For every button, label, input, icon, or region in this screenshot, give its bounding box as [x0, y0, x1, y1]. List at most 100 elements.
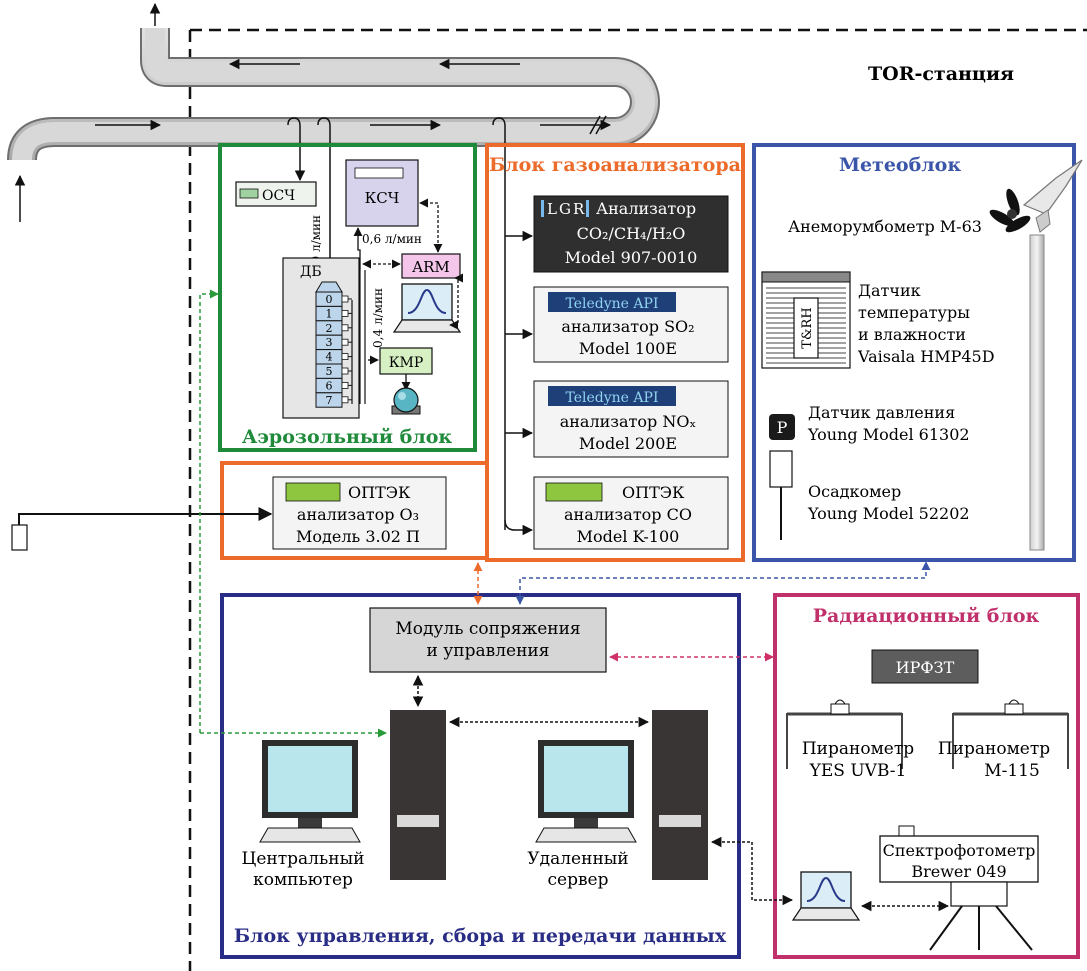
green-link: [199, 289, 387, 738]
anemometer-label: Анеморумбометр М-63: [788, 217, 982, 236]
central-monitor-icon: [259, 740, 361, 843]
meteo-block: [752, 143, 1076, 562]
trh-icon-label: T&RH: [800, 307, 815, 348]
pyr2-line-2: М-115: [984, 761, 1040, 781]
db-channel-label: 0: [326, 293, 333, 306]
sampling-lines: [287, 117, 534, 536]
control-block-title: Блок управления, сбора и передачи данных: [234, 925, 727, 947]
osch-display: [239, 188, 259, 199]
pump-icon: [391, 387, 421, 415]
db-channel-port: [341, 396, 349, 404]
pressure-line-1: Датчик давления: [808, 403, 955, 422]
trh-shelter-icon: T&RH: [761, 271, 851, 369]
lgr-line1: Анализатор: [596, 199, 696, 218]
pyr1-line-2: YES UVB-1: [809, 761, 907, 781]
meteo-block-title: Метеоблок: [839, 154, 961, 176]
arm-label: ARM: [411, 258, 450, 276]
db-channel-port: [341, 367, 349, 375]
interface-module: Модуль сопряжения и управления: [369, 607, 607, 673]
db-channel-port: [341, 324, 349, 332]
co-analyzer: ОПТЭК анализатор CO Model K-100: [533, 476, 729, 550]
o3-line3: Модель 3.02 П: [296, 527, 420, 546]
remote-server-line-1: Удаленный: [527, 849, 628, 869]
o3-line2: анализатор O₃: [297, 505, 419, 524]
db-channel-label: 4: [326, 351, 333, 364]
temp-line-3: и влажности: [858, 325, 966, 344]
kmr-device: КМР: [379, 347, 433, 375]
mast-icon: [989, 159, 1083, 551]
laptop-icon: [392, 283, 462, 333]
pyranometer-m115-icon: [952, 699, 1069, 769]
lgr-analyzer: LGR Анализатор CO₂/CH₄/H₂O Model 907-001…: [533, 195, 729, 273]
arm-laptop-link: [449, 273, 464, 330]
lgr-line2: CO₂/CH₄/H₂O: [577, 224, 686, 243]
db-channel-label: 7: [326, 394, 333, 407]
temp-line-2: температуры: [858, 303, 970, 322]
remote-server-tower-icon: [652, 710, 708, 880]
nox-brand: Teledyne API: [566, 390, 659, 406]
so2-brand: Teledyne API: [566, 296, 659, 312]
blue-link: [515, 561, 931, 605]
aerosol-block: [218, 143, 477, 452]
ozone-inlet: [11, 524, 28, 551]
brewer-line-1: Спектрофотометр: [883, 841, 1036, 860]
db-channel-port: [341, 338, 349, 346]
pressure-icon-label: P: [777, 418, 788, 437]
temp-line-1: Датчик: [858, 281, 921, 300]
pressure-line-2: Young Model 61302: [807, 425, 970, 444]
flow-label-2: 0,6 л/мин: [362, 232, 422, 246]
brewer-device: Спектрофотометр Brewer 049: [879, 825, 1039, 951]
db-channel-label: 3: [326, 336, 333, 349]
radiation-laptop-icon: [791, 871, 861, 921]
ozone-inlet-line: [18, 507, 273, 525]
rain-gauge-icon: [769, 450, 793, 540]
module-line-2: и управления: [427, 641, 550, 661]
remote-monitor-icon: [535, 740, 637, 843]
flow-label-3: 0,4 л/мин: [371, 288, 385, 348]
temp-line-4: Vaisala HMP45D: [857, 347, 995, 366]
nox-line2: анализатор NOₓ: [560, 412, 697, 431]
db-channel-port: [341, 381, 349, 389]
db-label: ДБ: [300, 264, 322, 280]
kmr-label: КМР: [389, 355, 424, 371]
db-channel-port: [341, 353, 349, 361]
central-pc-line-1: Центральный: [242, 849, 365, 869]
so2-line2: анализатор SO₂: [561, 317, 694, 336]
radiation-block-title: Радиационный блок: [813, 605, 1040, 627]
pyr1-line-1: Пиранометр: [802, 739, 914, 759]
station-border: [188, 28, 1087, 971]
ksch-device: КСЧ: [345, 159, 419, 227]
o3-brand: ОПТЭК: [348, 483, 411, 502]
irfzt-label: ИРФЗТ: [896, 658, 955, 677]
nox-line3: Model 200E: [579, 434, 677, 453]
o3-analyzer: ОПТЭК анализатор O₃ Модель 3.02 П: [272, 476, 447, 550]
module-line-1: Модуль сопряжения: [395, 619, 580, 639]
co-brand: ОПТЭК: [622, 483, 685, 502]
rain-line-2: Young Model 52202: [807, 504, 970, 523]
gas-block: [485, 143, 745, 562]
db-channel-port: [341, 309, 349, 317]
lgr-line3: Model 907-0010: [565, 248, 698, 267]
nox-analyzer: Teledyne API анализатор NOₓ Model 200E: [533, 380, 729, 458]
co-line2: анализатор CO: [564, 505, 692, 524]
co-line3: Model K-100: [577, 527, 680, 546]
pyranometer-uvb-icon: [786, 699, 903, 769]
aerosol-block-title: Аэрозольный блок: [242, 426, 452, 448]
db-channel-label: 1: [326, 307, 333, 320]
remote-server-line-2: сервер: [548, 870, 609, 890]
db-channel-label: 5: [326, 365, 333, 378]
brewer-line-2: Brewer 049: [911, 862, 1006, 881]
osch-label: ОСЧ: [262, 188, 295, 204]
lgr-brand: LGR: [547, 200, 586, 218]
irfzt-device: ИРФЗТ: [871, 649, 979, 684]
osch-device: ОСЧ: [235, 181, 317, 207]
db-channel-label: 6: [326, 379, 333, 392]
so2-analyzer: Teledyne API анализатор SO₂ Model 100E: [533, 286, 729, 363]
ksch-label: КСЧ: [365, 189, 400, 207]
ksch-arm-link: [419, 198, 443, 253]
central-computer-tower-icon: [390, 710, 446, 880]
air-intake-pipe: [7, 2, 660, 222]
so2-line3: Model 100E: [579, 339, 677, 358]
